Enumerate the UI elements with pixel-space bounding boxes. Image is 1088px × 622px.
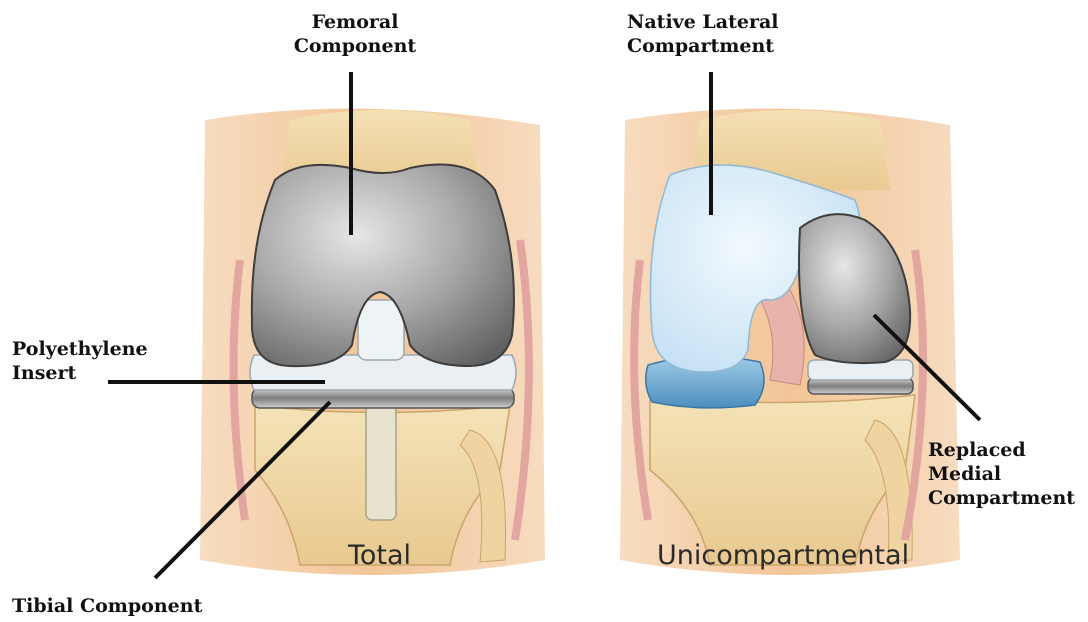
replaced-label-line3: Compartment (928, 486, 1075, 510)
femoral-label-line1: Femoral (290, 10, 420, 34)
replaced-label-line1: Replaced (928, 438, 1075, 462)
tibial-label-text: Tibial Component (12, 595, 202, 617)
poly-label-line1: Polyethylene (12, 337, 148, 361)
femoral-label-line2: Component (290, 34, 420, 58)
uni-knee-illustration (620, 109, 960, 575)
poly-label-line2: Insert (12, 361, 148, 385)
replaced-medial-label: Replaced Medial Compartment (928, 438, 1075, 510)
polyethylene-insert-label: Polyethylene Insert (12, 337, 148, 385)
panel-label-total: Total (348, 540, 411, 571)
total-tibial-stem (366, 405, 396, 520)
total-knee-illustration (200, 109, 545, 575)
lateral-label-line1: Native Lateral (627, 10, 779, 34)
panel-label-unicompartmental: Unicompartmental (657, 540, 909, 571)
total-insert-post (358, 300, 404, 360)
lateral-label-line2: Compartment (627, 34, 779, 58)
femoral-component-label: Femoral Component (290, 10, 420, 58)
total-tibial-tray (252, 388, 514, 408)
native-lateral-label: Native Lateral Compartment (627, 10, 779, 58)
tibial-component-label: Tibial Component (12, 594, 202, 618)
replaced-label-line2: Medial (928, 462, 1075, 486)
